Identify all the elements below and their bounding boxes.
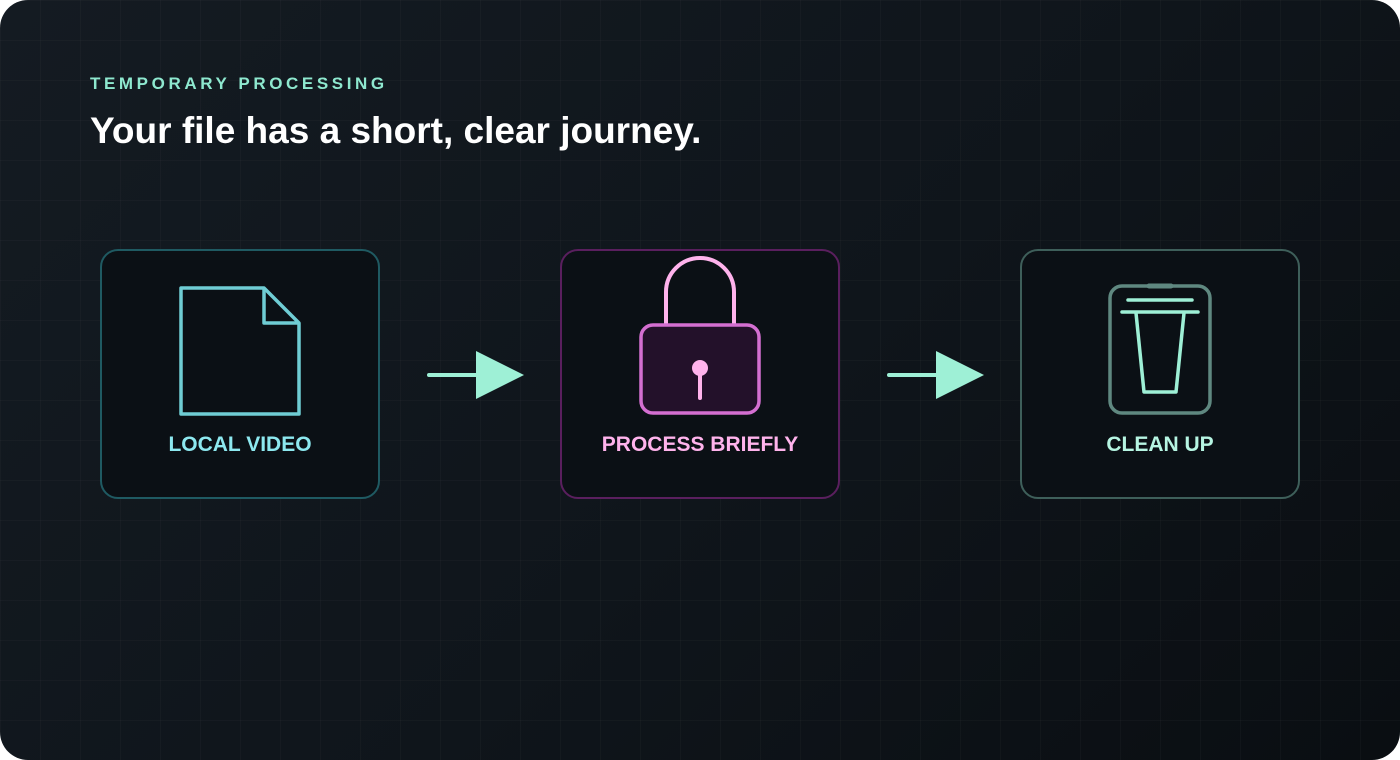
eyebrow-label: TEMPORARY PROCESSING: [90, 74, 388, 93]
step-card-local-video: [100, 249, 380, 499]
step-label-clean-up: CLEAN UP: [1106, 433, 1214, 456]
step-label-local-video: LOCAL VIDEO: [168, 433, 312, 456]
page-title: Your file has a short, clear journey.: [90, 110, 702, 151]
step-card-clean-up: [1020, 249, 1300, 499]
step-card-process-briefly: [560, 249, 840, 499]
step-label-process-briefly: PROCESS BRIEFLY: [601, 433, 799, 456]
arrow-right-icon: [887, 351, 984, 399]
arrow-right-icon: [427, 351, 524, 399]
